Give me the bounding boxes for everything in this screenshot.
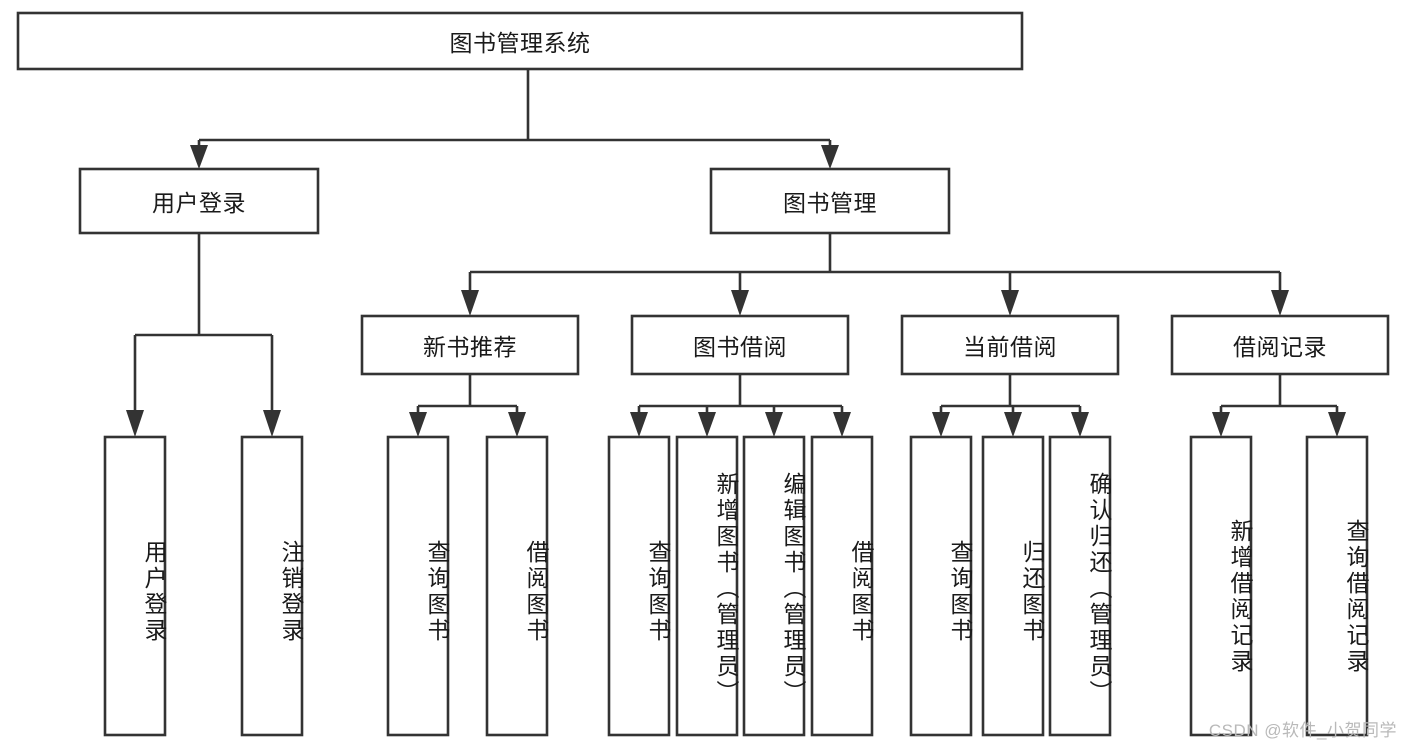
arrow-head-leaf-query-book-3 bbox=[932, 412, 950, 437]
node-boxes bbox=[16, 11, 1390, 737]
arrow-head-current-borrow bbox=[1001, 290, 1019, 316]
node-box-current-borrow[interactable] bbox=[900, 314, 1120, 376]
connector-new-book-recommend-to-leaves bbox=[409, 374, 526, 437]
arrow-head-leaf-borrow-book-2 bbox=[833, 412, 851, 437]
connector-root-to-level2 bbox=[190, 69, 839, 169]
connector-book-borrow-to-leaves bbox=[630, 374, 851, 437]
node-box-new-book-recommend[interactable] bbox=[360, 314, 580, 376]
node-box-leaf-borrow-book-2[interactable] bbox=[810, 435, 874, 737]
arrow-head-leaf-add-borrow-record bbox=[1212, 412, 1230, 437]
connector-borrow-record-to-leaves bbox=[1212, 374, 1346, 437]
node-box-book-manage[interactable] bbox=[709, 167, 951, 235]
node-box-leaf-borrow-book-1[interactable] bbox=[485, 435, 549, 737]
node-box-root[interactable] bbox=[16, 11, 1024, 71]
node-box-borrow-record[interactable] bbox=[1170, 314, 1390, 376]
connector-user-login-to-leaves bbox=[126, 233, 281, 437]
node-box-leaf-confirm-return-admin[interactable] bbox=[1048, 435, 1112, 737]
arrow-head-leaf-return-book bbox=[1004, 412, 1022, 437]
node-box-leaf-query-borrow-record[interactable] bbox=[1305, 435, 1369, 737]
node-box-leaf-add-book-admin[interactable] bbox=[675, 435, 739, 737]
node-box-book-borrow[interactable] bbox=[630, 314, 850, 376]
arrow-head-book-borrow bbox=[731, 290, 749, 316]
connector-current-borrow-to-leaves bbox=[932, 374, 1089, 437]
node-box-leaf-edit-book-admin[interactable] bbox=[742, 435, 806, 737]
node-box-leaf-query-book-1[interactable] bbox=[386, 435, 450, 737]
arrow-head-leaf-borrow-book-1 bbox=[508, 412, 526, 437]
connector-book-manage-to-level3 bbox=[461, 233, 1289, 316]
node-box-leaf-user-login[interactable] bbox=[103, 435, 167, 737]
arrow-head-leaf-query-book-1 bbox=[409, 412, 427, 437]
csdn-watermark: CSDN @软件_小贺同学 bbox=[1208, 721, 1397, 740]
arrow-head-leaf-user-login bbox=[126, 410, 144, 437]
node-box-leaf-query-book-2[interactable] bbox=[607, 435, 671, 737]
arrow-head-leaf-edit-book-admin bbox=[765, 412, 783, 437]
arrow-head-leaf-query-borrow-record bbox=[1328, 412, 1346, 437]
arrow-head-user-login bbox=[190, 145, 208, 169]
node-box-leaf-return-book[interactable] bbox=[981, 435, 1045, 737]
arrow-head-borrow-record bbox=[1271, 290, 1289, 316]
node-box-leaf-user-logout[interactable] bbox=[240, 435, 304, 737]
node-box-user-login[interactable] bbox=[78, 167, 320, 235]
arrow-head-leaf-query-book-2 bbox=[630, 412, 648, 437]
arrow-head-leaf-add-book-admin bbox=[698, 412, 716, 437]
node-box-leaf-add-borrow-record[interactable] bbox=[1189, 435, 1253, 737]
arrow-head-new-book-recommend bbox=[461, 290, 479, 316]
arrow-head-leaf-user-logout bbox=[263, 410, 281, 437]
arrow-head-book-manage bbox=[821, 145, 839, 169]
arrow-head-leaf-confirm-return-admin bbox=[1071, 412, 1089, 437]
node-box-leaf-query-book-3[interactable] bbox=[909, 435, 973, 737]
